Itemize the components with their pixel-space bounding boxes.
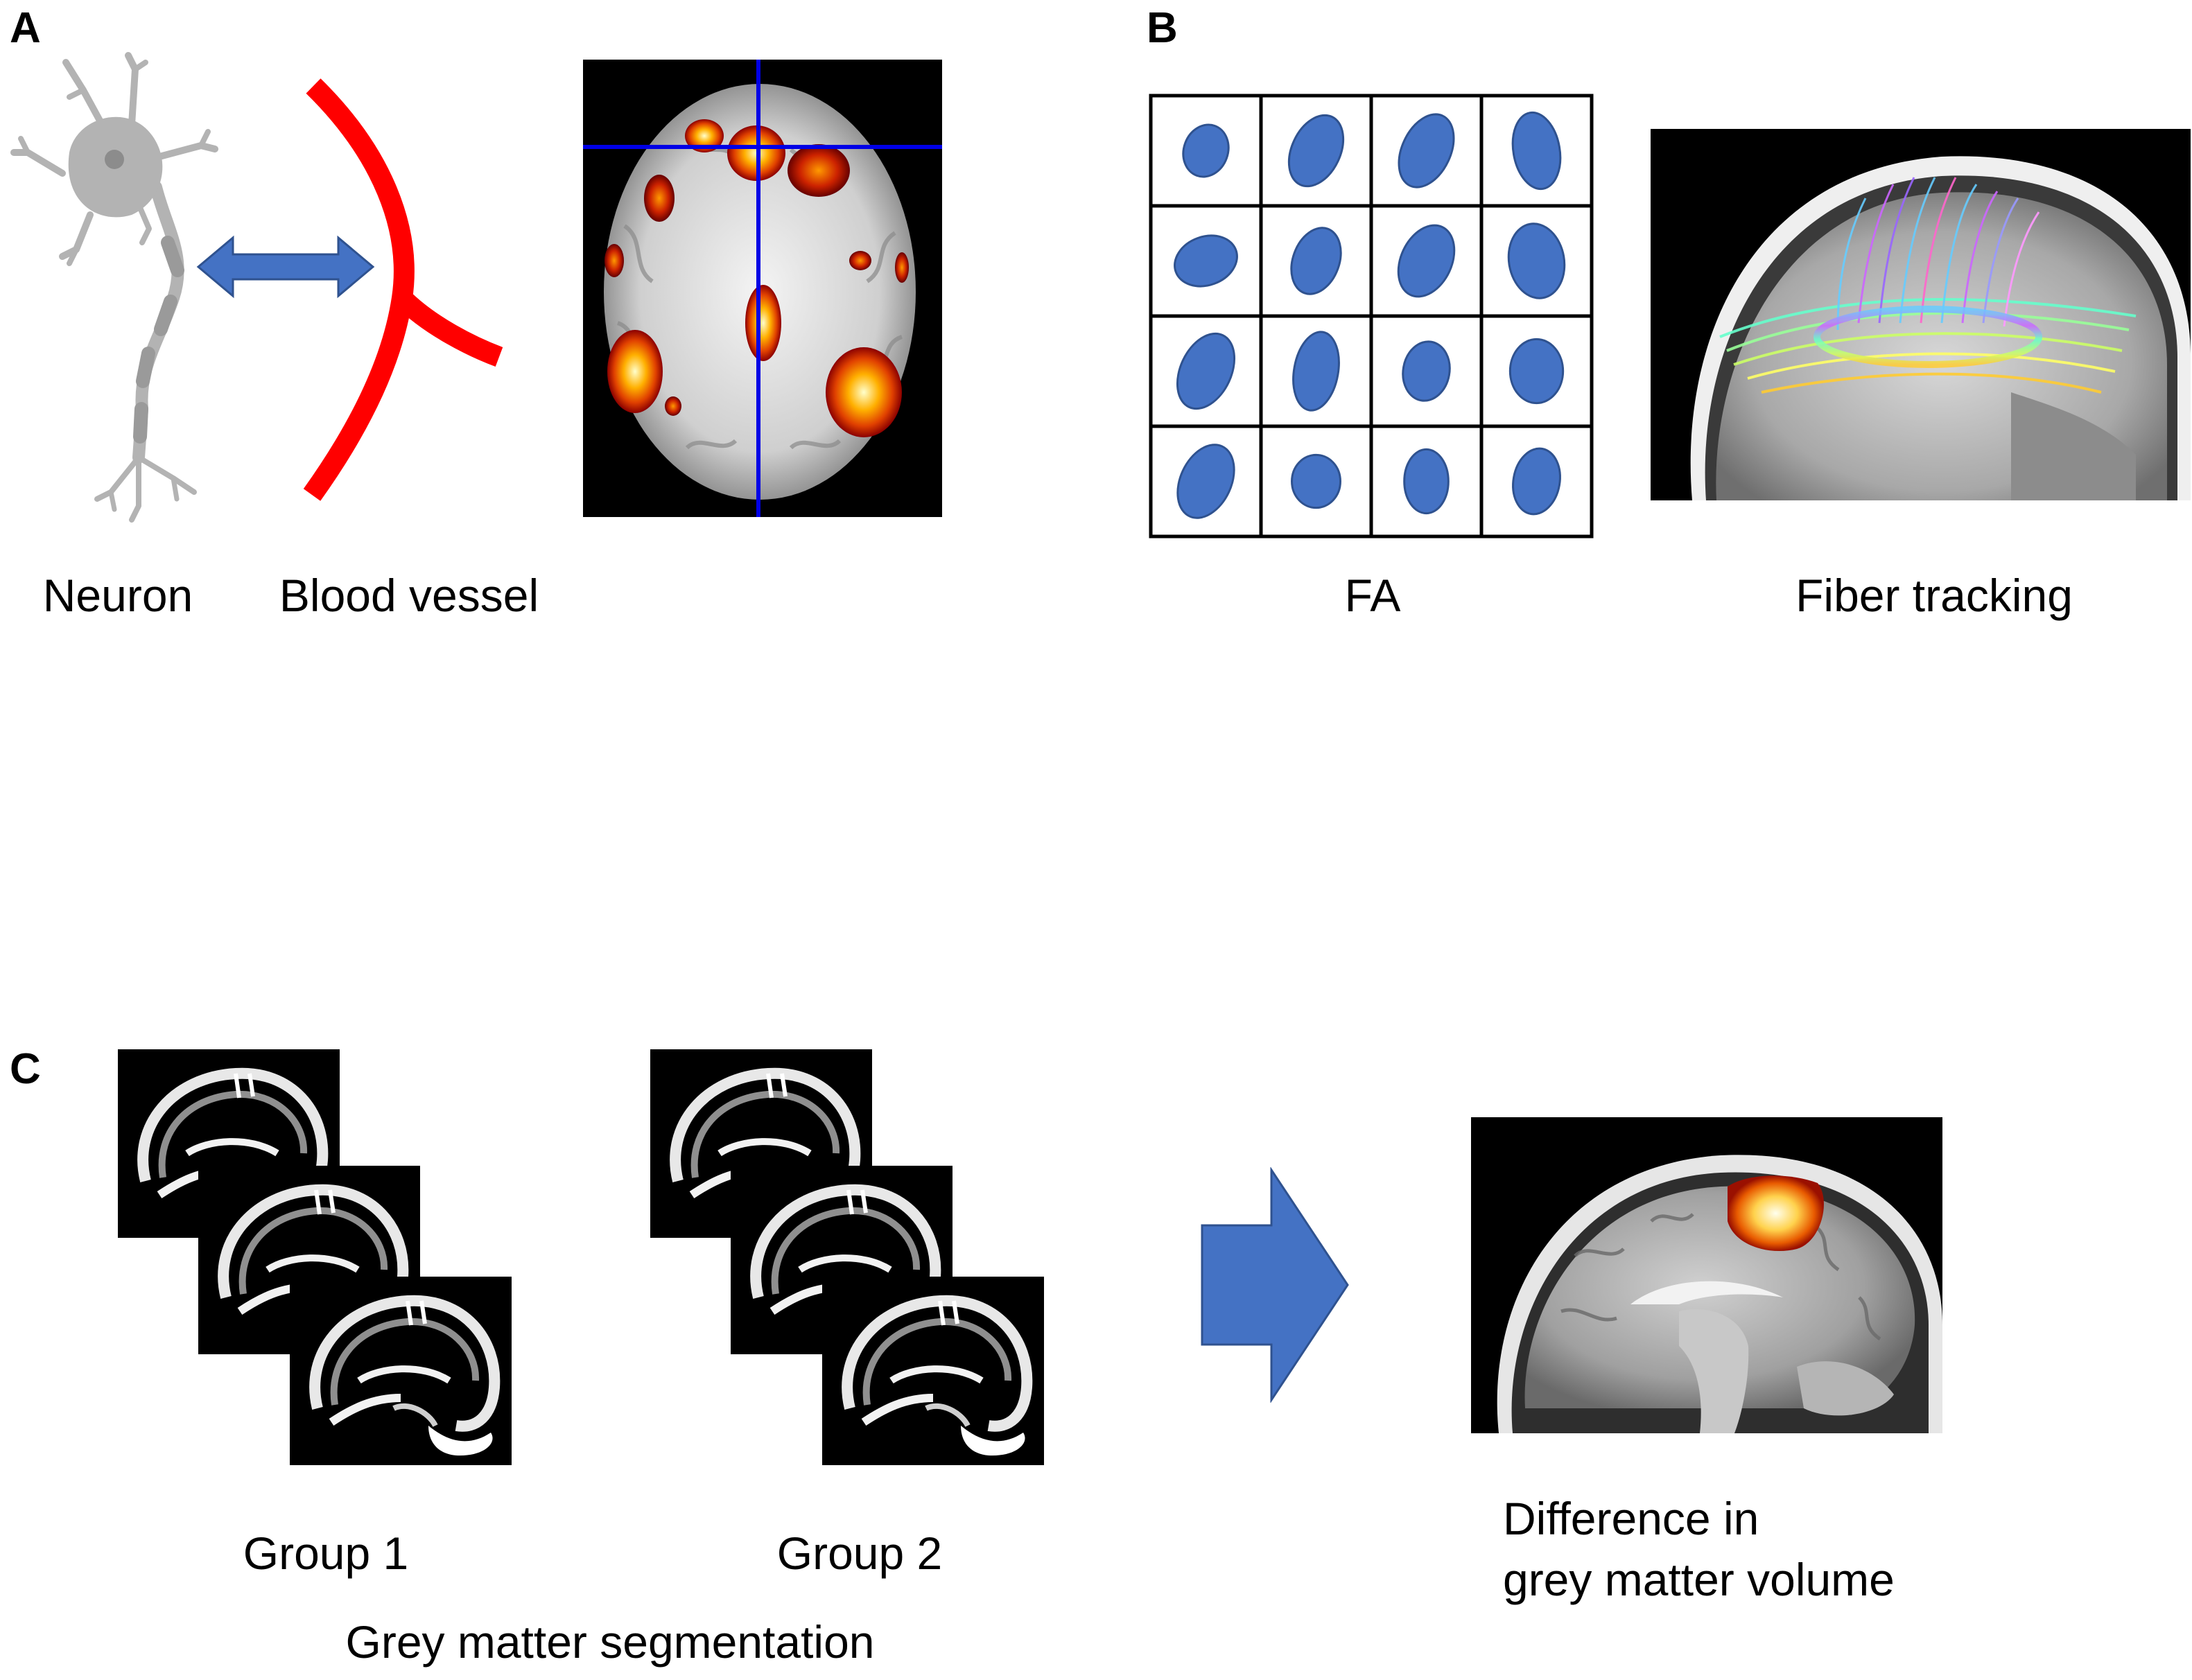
- fmri-axial-slice: [583, 60, 942, 517]
- panel-b-letter: B: [1147, 4, 1178, 52]
- blood-vessel-caption: Blood vessel: [279, 570, 539, 621]
- segmentation-caption: Grey matter segmentation: [345, 1616, 875, 1668]
- group1-caption: Group 1: [243, 1528, 409, 1579]
- right-arrow-icon: [1201, 1167, 1349, 1403]
- diffusion-tensor-ellipse: [1397, 224, 1456, 298]
- group2-segmentation-stack: [650, 1049, 1052, 1468]
- diffusion-tensor-ellipse: [1287, 114, 1345, 188]
- fiber-tracking-caption: Fiber tracking: [1795, 570, 2073, 621]
- fa-grid-cell: [1479, 424, 1594, 539]
- fiber-tracking-image: [1651, 129, 2191, 500]
- diffusion-tensor-ellipse: [1292, 331, 1340, 412]
- panel-a-letter: A: [10, 4, 41, 52]
- diffusion-tensor-ellipse: [1398, 113, 1455, 189]
- double-arrow-icon: [196, 235, 375, 299]
- fa-grid-cell: [1479, 314, 1594, 428]
- diffusion-tensor-ellipse: [1290, 227, 1342, 295]
- grey-matter-difference-image: [1471, 1117, 1942, 1433]
- panel-c-letter: C: [10, 1045, 41, 1093]
- group2-caption: Group 2: [776, 1528, 943, 1579]
- diffusion-tensor-ellipse: [1174, 234, 1238, 288]
- difference-caption-line2: grey matter volume: [1503, 1554, 1895, 1605]
- diffusion-tensor-ellipse: [1402, 340, 1451, 402]
- diffusion-tensor-ellipse: [1511, 111, 1562, 191]
- diffusion-tensor-ellipse: [1512, 447, 1561, 516]
- difference-caption-line1: Difference in: [1503, 1493, 1759, 1544]
- neuron-caption: Neuron: [42, 570, 193, 621]
- diffusion-tensor-ellipse: [1508, 338, 1565, 405]
- group1-segmentation-stack: [118, 1049, 520, 1468]
- fa-caption: FA: [1344, 570, 1401, 621]
- neuron-illustration: [10, 52, 218, 523]
- blood-vessel-illustration: [303, 78, 503, 501]
- diffusion-tensor-ellipse: [1176, 332, 1236, 410]
- diffusion-tensor-ellipse: [1176, 444, 1235, 519]
- fa-tensor-grid: [1149, 94, 1594, 539]
- diffusion-tensor-ellipse: [1182, 123, 1230, 178]
- diffusion-tensor-ellipse: [1507, 222, 1566, 299]
- diffusion-tensor-ellipse: [1403, 448, 1450, 515]
- diffusion-tensor-ellipse: [1291, 453, 1341, 509]
